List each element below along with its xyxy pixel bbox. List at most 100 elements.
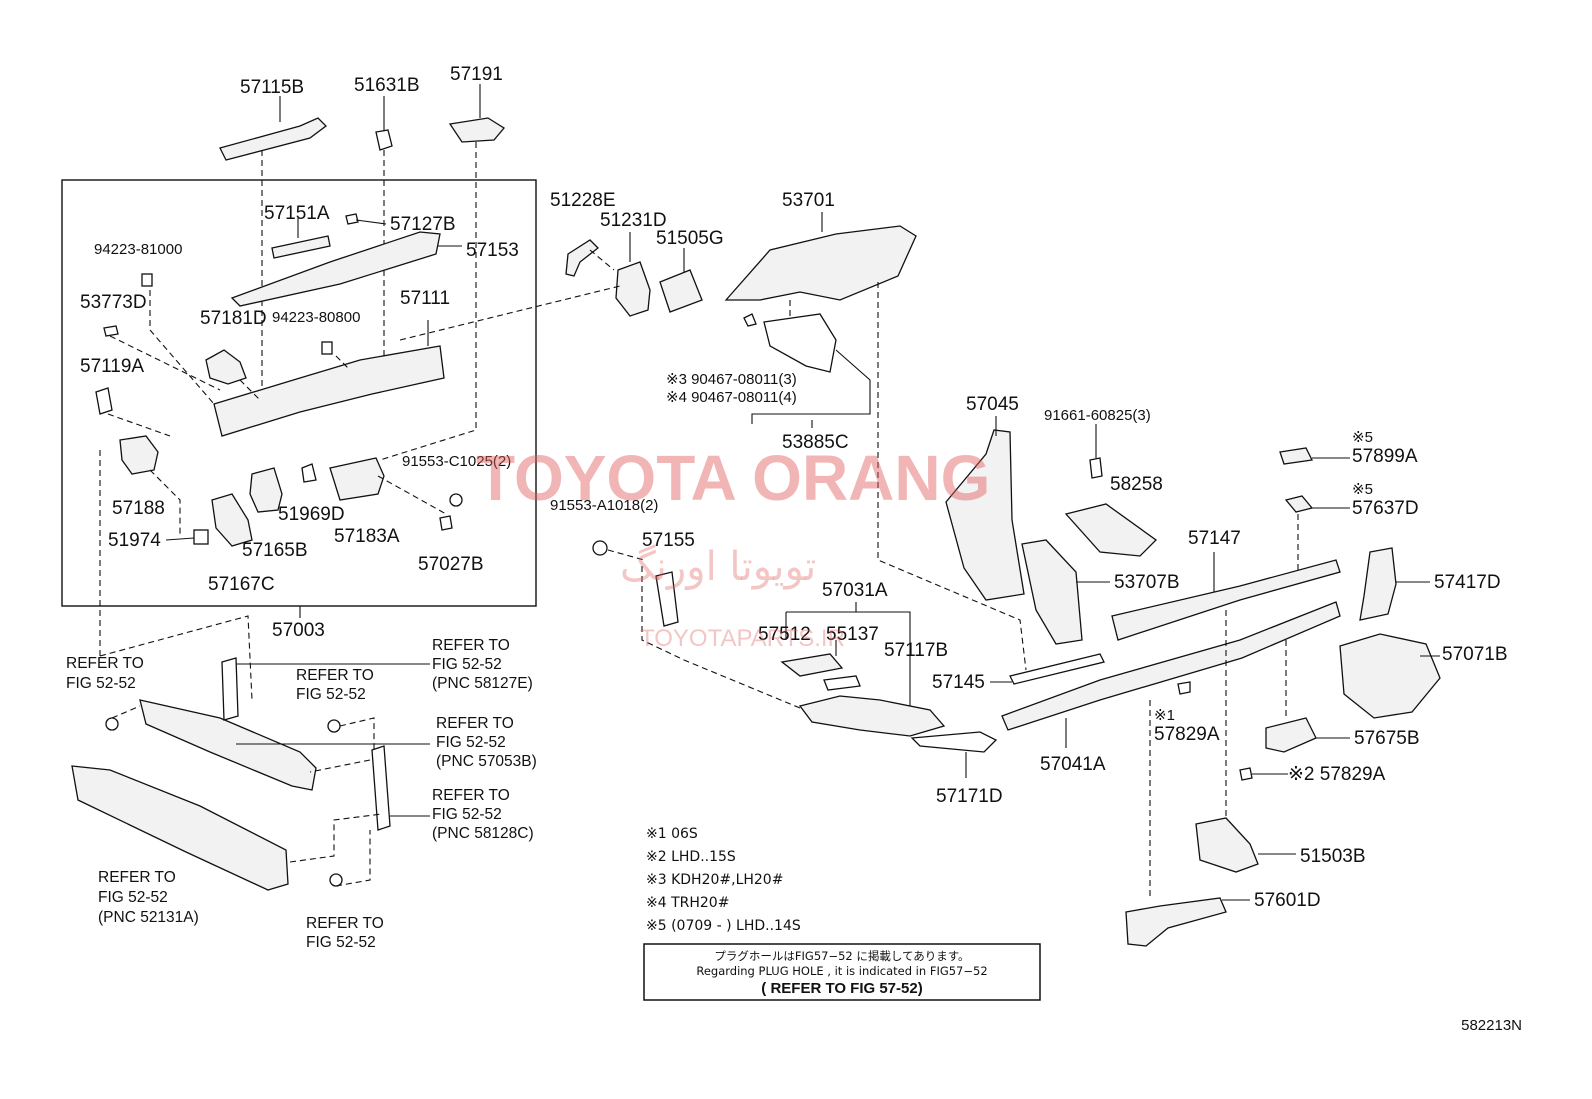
svg-text:FIG 52-52: FIG 52-52 <box>306 934 376 951</box>
bolt-mid <box>327 719 341 733</box>
bolt-left <box>105 717 119 731</box>
part-57041a <box>1001 601 1341 748</box>
footnote-2: ※2 LHD..15S <box>646 849 736 865</box>
part-crossmember <box>139 699 317 791</box>
part-bumper-arm <box>371 745 391 831</box>
label-57031a: 57031A <box>822 580 888 601</box>
part-57829a-1 <box>1177 681 1191 695</box>
label-57417d: 57417D <box>1434 572 1501 593</box>
label-94223-80800: 94223-80800 <box>272 309 360 326</box>
svg-text:REFER TO: REFER TO <box>432 787 510 804</box>
part-57071b <box>1339 633 1441 719</box>
part-53707b <box>1021 539 1110 645</box>
part-57899a <box>1279 447 1350 465</box>
label-53885c: 53885C <box>782 432 849 453</box>
plug-hole-line-1: プラグホールはFIG57−52 に掲載してあります。 <box>714 949 969 963</box>
label-51228e: 51228E <box>550 190 616 211</box>
label-57601d: 57601D <box>1254 890 1321 911</box>
label-57899a-mark: ※5 <box>1352 429 1373 446</box>
svg-text:REFER TO: REFER TO <box>432 637 510 654</box>
refer-to-b: REFER TO FIG 52-52 (PNC 58127E) <box>432 637 533 692</box>
label-57151a: 57151A <box>264 203 330 224</box>
label-57191: 57191 <box>450 64 503 85</box>
refer-to-e: REFER TO FIG 52-52 (PNC 58128C) <box>432 787 534 842</box>
part-57119a <box>95 387 113 415</box>
part-91553-a1018 <box>592 540 608 556</box>
part-57167c <box>211 493 253 547</box>
label-57155: 57155 <box>642 530 695 551</box>
label-94223-81000: 94223-81000 <box>94 241 182 258</box>
label-57829a-1: 57829A <box>1154 724 1220 745</box>
part-57117b <box>798 695 946 737</box>
footnote-5: ※5 (0709 - ) LHD..14S <box>646 918 801 934</box>
part-57027b <box>439 515 453 531</box>
label-57637d-mark: ※5 <box>1352 481 1373 498</box>
svg-text:FIG 52-52: FIG 52-52 <box>432 656 502 673</box>
watermark-arabic: تویوتا اورنگ <box>620 544 816 590</box>
label-91553-c1025: 91553-C1025(2) <box>402 453 511 470</box>
label-57829a-mark-1: ※1 <box>1154 707 1175 724</box>
part-57147 <box>1111 552 1341 641</box>
plug-hole-line-3: ( REFER TO FIG 57-52) <box>761 980 922 997</box>
refer-to-f: REFER TO FIG 52-52 (PNC 52131A) <box>98 869 199 926</box>
part-bumper-reinforcement <box>71 765 289 891</box>
label-57041a: 57041A <box>1040 754 1106 775</box>
label-53773d: 53773D <box>80 292 147 313</box>
svg-text:REFER TO: REFER TO <box>66 655 144 672</box>
part-57145 <box>990 653 1105 685</box>
label-57167c: 57167C <box>208 574 275 595</box>
part-94223-80800 <box>321 341 333 355</box>
label-57119a: 57119A <box>80 356 144 377</box>
part-57165b <box>249 467 283 513</box>
label-90467-4: ※4 90467-08011(4) <box>666 389 797 406</box>
part-53701 <box>724 212 917 301</box>
part-57153 <box>230 231 462 307</box>
part-57601d <box>1125 897 1250 947</box>
svg-text:(PNC 58128C): (PNC 58128C) <box>432 825 534 842</box>
label-57183a: 57183A <box>334 526 400 547</box>
label-51974: 51974 <box>108 530 161 551</box>
part-58258 <box>1064 503 1158 557</box>
label-57147: 57147 <box>1188 528 1241 549</box>
footnote-4: ※4 TRH20# <box>646 895 729 911</box>
label-57899a: 57899A <box>1352 446 1418 467</box>
footnotes: ※1 06S ※2 LHD..15S ※3 KDH20#,LH20# ※4 TR… <box>646 826 801 934</box>
svg-text:(PNC 57053B): (PNC 57053B) <box>436 753 537 770</box>
part-57181d <box>205 349 247 385</box>
label-91661-60825: 91661-60825(3) <box>1044 407 1151 424</box>
label-57111: 57111 <box>400 288 450 309</box>
part-51228e <box>565 239 599 277</box>
plug-hole-line-2: Regarding PLUG HOLE , it is indicated in… <box>696 964 987 978</box>
part-clip-90467 <box>743 313 757 327</box>
part-53773d <box>103 325 119 337</box>
label-51503b: 51503B <box>1300 846 1366 867</box>
part-51974 <box>165 529 209 545</box>
part-55137 <box>823 675 861 691</box>
part-51503b <box>1195 817 1296 873</box>
part-57183a <box>329 457 385 501</box>
part-91661-60825 <box>1089 424 1103 479</box>
svg-text:REFER TO: REFER TO <box>98 869 176 886</box>
svg-text:FIG 52-52: FIG 52-52 <box>66 675 136 692</box>
part-57637d <box>1284 495 1350 513</box>
part-57045 <box>945 416 1025 601</box>
part-57191 <box>448 84 505 143</box>
svg-text:REFER TO: REFER TO <box>436 715 514 732</box>
label-57188: 57188 <box>112 498 165 519</box>
label-57127b: 57127B <box>390 214 456 235</box>
part-57115b <box>219 96 327 161</box>
svg-text:FIG 52-52: FIG 52-52 <box>296 686 366 703</box>
label-51505g: 51505G <box>656 228 724 249</box>
label-57153: 57153 <box>466 240 519 261</box>
part-57111 <box>213 320 445 437</box>
label-57181d: 57181D <box>200 308 267 329</box>
label-57165b: 57165B <box>242 540 308 561</box>
refer-to-c: REFER TO FIG 52-52 <box>296 667 374 703</box>
part-53885c <box>751 313 871 428</box>
part-bumper-bracket <box>221 657 239 721</box>
refer-to-d: REFER TO FIG 52-52 (PNC 57053B) <box>436 715 537 770</box>
label-91553-a1018: 91553-A1018(2) <box>550 497 658 514</box>
watermark-main: TOYOTA ORANG <box>476 442 990 514</box>
label-51631b: 51631B <box>354 75 420 96</box>
svg-text:(PNC 52131A): (PNC 52131A) <box>98 909 199 926</box>
